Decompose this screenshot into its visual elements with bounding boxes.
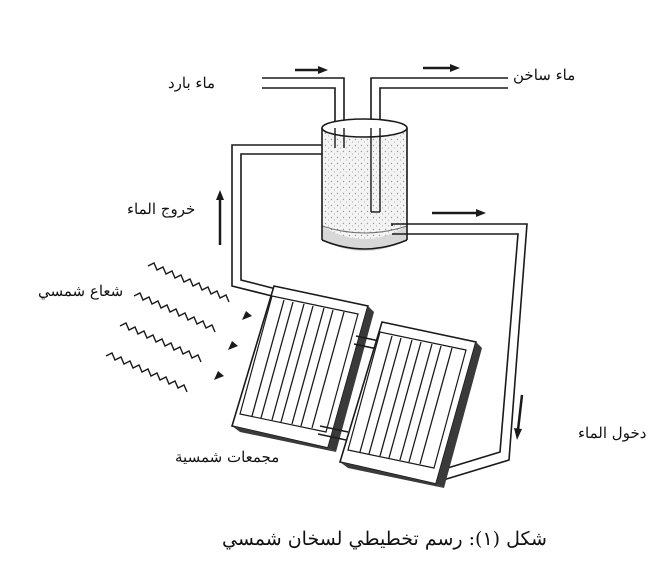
hot-water-pipe [370,77,508,133]
label-solar-rays: شعاع شمسي [38,282,124,300]
label-hot-water: ماء ساخن [513,66,576,84]
figure-caption: شكل (١): رسم تخطيطي لسخان شمسي [222,528,547,550]
label-solar-collectors: مجمعات شمسية [175,448,280,466]
label-cold-water: ماء بارد [168,74,216,92]
water-out-arrow [216,190,224,245]
solar-collector-left [230,285,374,452]
hot-water-arrow [423,64,460,72]
cold-water-arrow [295,66,328,74]
solar-ray-3 [119,322,202,363]
water-in-arrow [514,394,524,440]
cold-water-pipe [262,77,345,133]
label-water-in: دخول الماء [578,424,647,442]
solar-collector-right [338,321,482,488]
water-in-pipe [391,223,528,485]
solar-ray-4 [105,352,188,393]
solar-ray-1 [147,262,230,303]
tank-return-arrow [432,209,486,217]
solar-ray-2 [133,292,216,333]
water-out-pipe [231,144,322,297]
solar-ray-arrowheads [214,311,252,380]
storage-tank [321,118,408,251]
solar-rays [105,262,230,393]
label-water-out: خروج الماء [127,200,196,218]
